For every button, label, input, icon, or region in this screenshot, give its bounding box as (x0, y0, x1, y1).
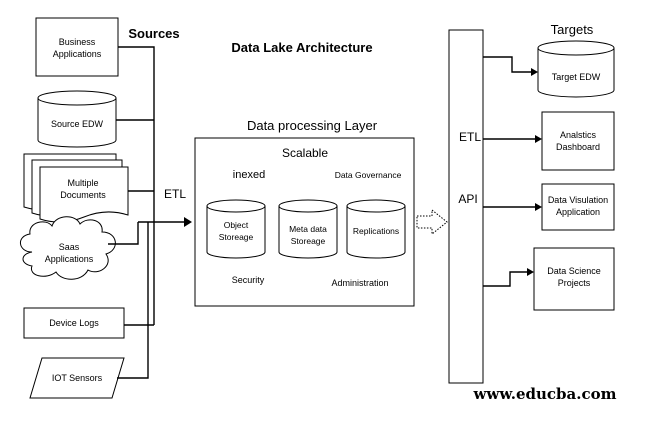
gateway-api: API (458, 192, 477, 206)
source-saas-cloud: Saas Applications (20, 216, 116, 280)
target-connectors (483, 56, 542, 287)
source-business-applications: Business Applications (35, 17, 119, 77)
source-connectors (108, 46, 192, 379)
svg-text:Application: Application (556, 207, 600, 217)
svg-text:Projects: Projects (558, 278, 591, 288)
etl-api-gateway (448, 29, 484, 384)
replications-cylinder: Replications (346, 199, 406, 259)
svg-text:Saas: Saas (59, 242, 80, 252)
block-arrow (416, 208, 448, 236)
processing-governance: Data Governance (335, 170, 402, 180)
svg-text:Applications: Applications (53, 49, 102, 59)
source-multiple-documents: Multiple Documents (23, 153, 129, 223)
gateway-etl: ETL (459, 130, 481, 144)
processing-inexed: inexed (233, 169, 265, 181)
svg-text:Object: Object (224, 220, 249, 230)
target-edw-cylinder: Target EDW (537, 40, 615, 98)
svg-text:Target EDW: Target EDW (552, 72, 601, 82)
target-data-visualisation: Data Visulation Application (541, 183, 615, 231)
processing-security: Security (232, 275, 265, 285)
svg-text:Replications: Replications (353, 226, 399, 236)
watermark: www.educba.com (473, 385, 617, 403)
sources-heading: Sources (128, 26, 179, 41)
svg-text:IOT Sensors: IOT Sensors (52, 373, 103, 383)
source-etl-label: ETL (164, 187, 186, 201)
source-edw-cylinder: Source EDW (37, 90, 117, 148)
svg-text:Storeage: Storeage (291, 236, 326, 246)
target-analytics-dashboard: Analstics Dashboard (541, 111, 615, 171)
svg-text:Data Science: Data Science (547, 266, 601, 276)
processing-heading: Data processing Layer (247, 118, 378, 133)
source-iot-sensors: IOT Sensors (29, 357, 125, 399)
svg-text:Data Visulation: Data Visulation (548, 195, 608, 205)
svg-text:Meta data: Meta data (289, 224, 327, 234)
svg-text:Storeage: Storeage (219, 232, 254, 242)
svg-text:Analstics: Analstics (560, 130, 597, 140)
svg-text:Dashboard: Dashboard (556, 142, 600, 152)
object-storage-cylinder: Object Storeage (206, 199, 266, 259)
svg-text:Business: Business (59, 37, 96, 47)
svg-text:Applications: Applications (45, 254, 94, 264)
diagram-title: Data Lake Architecture (231, 40, 372, 55)
svg-text:Multiple: Multiple (67, 178, 98, 188)
targets-heading: Targets (551, 22, 594, 37)
source-device-logs: Device Logs (23, 307, 125, 339)
processing-scalable: Scalable (282, 146, 328, 160)
svg-text:Documents: Documents (60, 190, 106, 200)
metadata-storage-cylinder: Meta data Storeage (278, 199, 338, 259)
processing-administration: Administration (331, 278, 388, 288)
svg-text:Device Logs: Device Logs (49, 318, 99, 328)
target-data-science: Data Science Projects (533, 247, 615, 311)
svg-text:Source EDW: Source EDW (51, 119, 104, 129)
